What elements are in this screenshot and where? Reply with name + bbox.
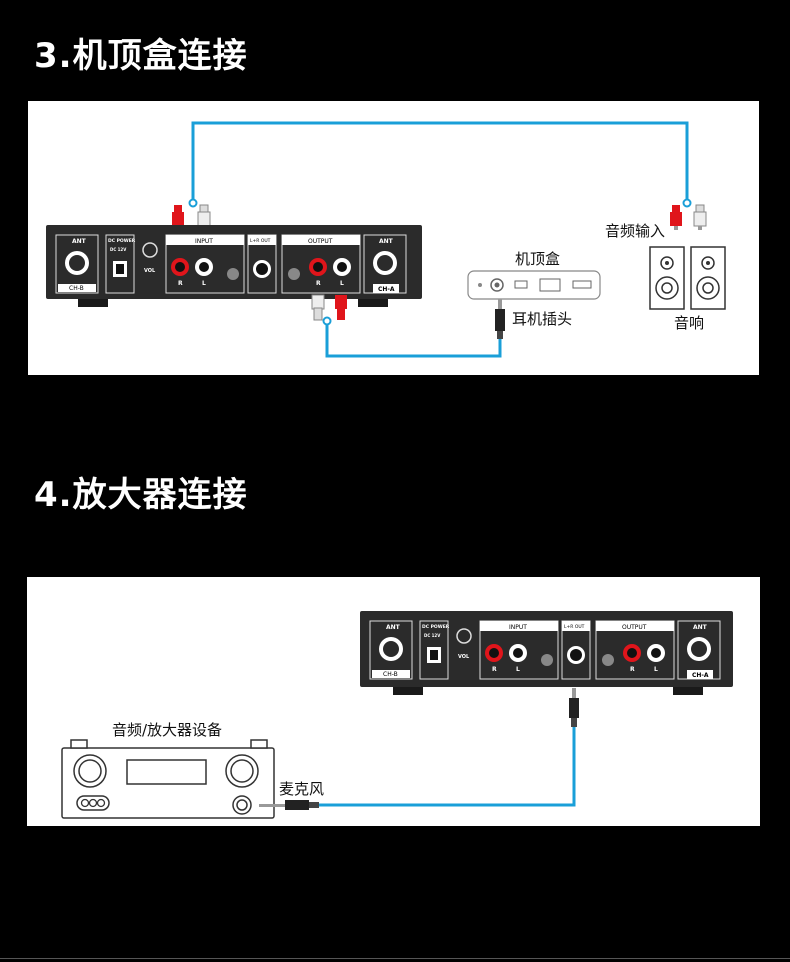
blue-cable-top (191, 121, 689, 203)
mic-plug (259, 800, 319, 810)
ch-a-label: CH-A (378, 286, 395, 293)
ant-label-right: ANT (379, 238, 394, 245)
output-r-label: R (316, 280, 321, 287)
rca-plug-red-output (335, 295, 347, 320)
settop-box-label: 机顶盒 (515, 250, 560, 268)
rca-plug-white-output (311, 294, 325, 321)
vol-label-2: VOL (458, 654, 470, 660)
input-label: INPUT (195, 238, 213, 245)
ch-b-label: CH-B (69, 285, 84, 292)
amplifier-device-label: 音频/放大器设备 (112, 721, 222, 739)
output-l-label: L (340, 280, 344, 287)
settop-connection-diagram: ANT CH-B DC POWER DC 12V VOL INPUT R L L (28, 101, 759, 375)
dc-power-label-2: DC POWER (422, 624, 450, 630)
rca-plug-red-speaker (670, 205, 682, 230)
microphone-label: 麦克风 (279, 780, 324, 798)
rca-plug-white-speaker (693, 204, 707, 230)
dc-power-label: DC POWER (108, 238, 136, 244)
lr-out-label: L+R OUT (250, 238, 271, 244)
input-label-2: INPUT (509, 624, 527, 631)
lr-out-plug (569, 688, 579, 727)
dc-spec-label: DC 12V (110, 247, 127, 252)
ch-b-label-2: CH-B (383, 671, 398, 678)
ant-label-right-2: ANT (693, 624, 708, 631)
blue-cable-bottom (325, 321, 502, 358)
output-label: OUTPUT (308, 238, 333, 245)
lr-out-label-2: L+R OUT (564, 624, 585, 630)
dc-spec-label-2: DC 12V (424, 633, 441, 638)
audio-input-label: 音频输入 (605, 222, 665, 240)
ant-label-left: ANT (72, 238, 87, 245)
headphone-plug (495, 299, 505, 339)
amplifier-device (61, 739, 275, 819)
input-r-label: R (178, 280, 183, 287)
output-l-label-2: L (654, 666, 658, 673)
ant-label-left-2: ANT (386, 624, 401, 631)
speaker-right (690, 246, 726, 310)
mixer-device-rear-2: ANT CH-B DC POWER DC 12V VOL INPUT R L L… (360, 611, 733, 695)
speaker-label: 音响 (674, 314, 704, 332)
speaker-left (649, 246, 685, 310)
headphone-plug-label: 耳机插头 (512, 310, 572, 328)
input-l-label: L (202, 280, 206, 287)
amplifier-connection-diagram: ANT CH-B DC POWER DC 12V VOL INPUT R L L… (27, 577, 760, 826)
output-label-2: OUTPUT (622, 624, 647, 631)
output-r-label-2: R (630, 666, 635, 673)
settop-box-graphic (467, 270, 601, 300)
mixer-device-rear: ANT CH-B DC POWER DC 12V VOL INPUT R L L (46, 225, 422, 307)
ch-a-label-2: CH-A (692, 672, 709, 679)
blue-cable-amp (319, 727, 576, 807)
rca-plug-white-input (197, 204, 211, 231)
vol-label: VOL (144, 268, 156, 274)
bottom-divider (0, 958, 790, 959)
input-l-label-2: L (516, 666, 520, 673)
section-4-heading: 4.放大器连接 (34, 475, 248, 515)
input-r-label-2: R (492, 666, 497, 673)
section-3-heading: 3.机顶盒连接 (34, 36, 248, 76)
